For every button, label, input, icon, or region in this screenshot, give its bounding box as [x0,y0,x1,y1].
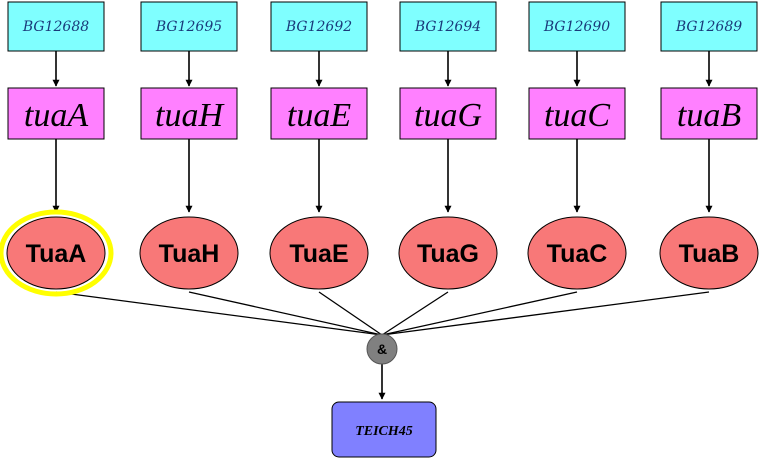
fan-line-tuaA [55,291,383,336]
protein-label: TuaG [417,240,479,268]
column-tuaE: BG12692 tuaE TuaE [269,1,369,290]
column-tuaH: BG12695 tuaH TuaH [139,1,239,290]
fan-line-tuaH [188,291,383,336]
gene-label: tuaG [414,97,482,134]
gene-label: tuaB [677,97,741,134]
id-label: BG12692 [285,19,352,35]
fan-line-tuaB [381,291,710,336]
fan-line-tuaE [318,291,383,336]
gene-label: tuaC [544,97,610,134]
product-node[interactable]: TEICH45 [331,401,437,458]
protein-label: TuaB [679,240,740,268]
id-box-BG12689[interactable]: BG12689 [660,1,758,52]
gene-box-tuaE[interactable]: tuaE [270,87,368,140]
protein-node-TuaE[interactable]: TuaE [269,216,369,290]
protein-label: TuaC [547,240,608,268]
column-tuaA: BG12688 tuaA TuaA [0,1,114,297]
id-label: BG12695 [155,19,222,35]
gene-label: tuaE [287,97,351,134]
id-box-BG12694[interactable]: BG12694 [399,1,497,52]
id-label: BG12690 [543,19,610,35]
and-node-label: & [377,341,387,357]
gene-label: tuaH [155,97,225,134]
gene-box-tuaB[interactable]: tuaB [660,87,758,140]
product-label: TEICH45 [355,424,413,439]
id-box-BG12695[interactable]: BG12695 [140,1,238,52]
fan-in-lines [55,291,710,336]
protein-node-TuaB[interactable]: TuaB [659,216,759,290]
id-box-BG12688[interactable]: BG12688 [7,1,105,52]
gene-box-tuaG[interactable]: tuaG [399,87,497,140]
fan-line-tuaC [381,291,578,336]
protein-label: TuaA [26,240,87,268]
gene-columns: BG12688 tuaA TuaA BG12695 tuaH TuaH BG12692 tua… [0,1,759,297]
id-label: BG12689 [675,19,742,35]
protein-label: TuaE [289,240,348,268]
column-tuaB: BG12689 tuaB TuaB [659,1,759,290]
selection-highlight [0,209,114,297]
protein-node-TuaA[interactable]: TuaA [0,209,114,297]
id-label: BG12694 [414,19,481,35]
id-box-BG12692[interactable]: BG12692 [270,1,368,52]
gene-box-tuaH[interactable]: tuaH [140,87,238,140]
fan-line-tuaG [381,291,449,336]
column-tuaG: BG12694 tuaG TuaG [398,1,498,290]
protein-node-TuaG[interactable]: TuaG [398,216,498,290]
gene-box-tuaC[interactable]: tuaC [528,87,626,140]
column-tuaC: BG12690 tuaC TuaC [527,1,627,290]
id-box-BG12690[interactable]: BG12690 [528,1,626,52]
protein-node-TuaC[interactable]: TuaC [527,216,627,290]
protein-label: TuaH [159,240,220,268]
gene-label: tuaA [24,97,88,134]
and-node[interactable]: & [366,333,398,365]
gene-box-tuaA[interactable]: tuaA [7,87,105,140]
protein-node-TuaH[interactable]: TuaH [139,216,239,290]
id-label: BG12688 [22,19,89,35]
